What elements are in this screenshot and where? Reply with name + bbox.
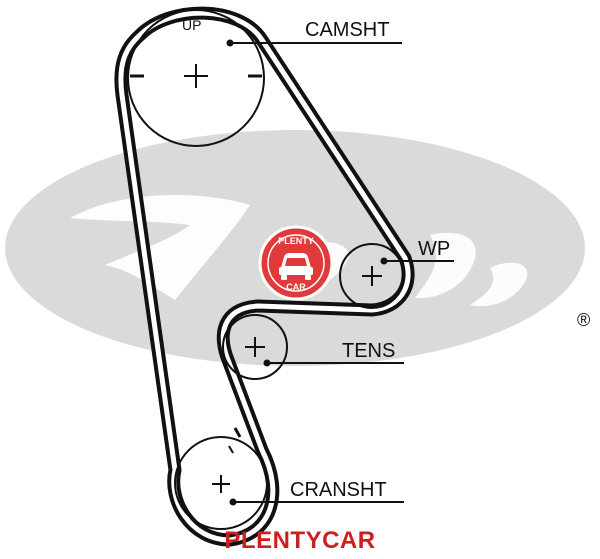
camshaft-label: CAMSHT [305,19,389,41]
footer-brand-text: PLENTYCAR [224,527,376,554]
timing-belt [114,6,415,547]
leader-lines [226,39,454,506]
up-mark-label: UP [182,17,201,33]
badge-top-text: PLENTY [278,236,314,246]
tensioner-pulley [222,314,288,380]
badge-bottom-text: CAR [286,282,306,292]
crankshaft-label: CRANSHT [290,479,387,501]
camshaft-pulley: UP [127,9,265,147]
water-pump-pulley [339,243,405,309]
water-pump-label: WP [418,238,450,260]
registered-mark: ® [577,310,590,330]
plentycar-badge: PLENTY CAR [258,225,334,301]
tensioner-label: TENS [342,340,395,362]
crankshaft-pulley [174,427,268,530]
